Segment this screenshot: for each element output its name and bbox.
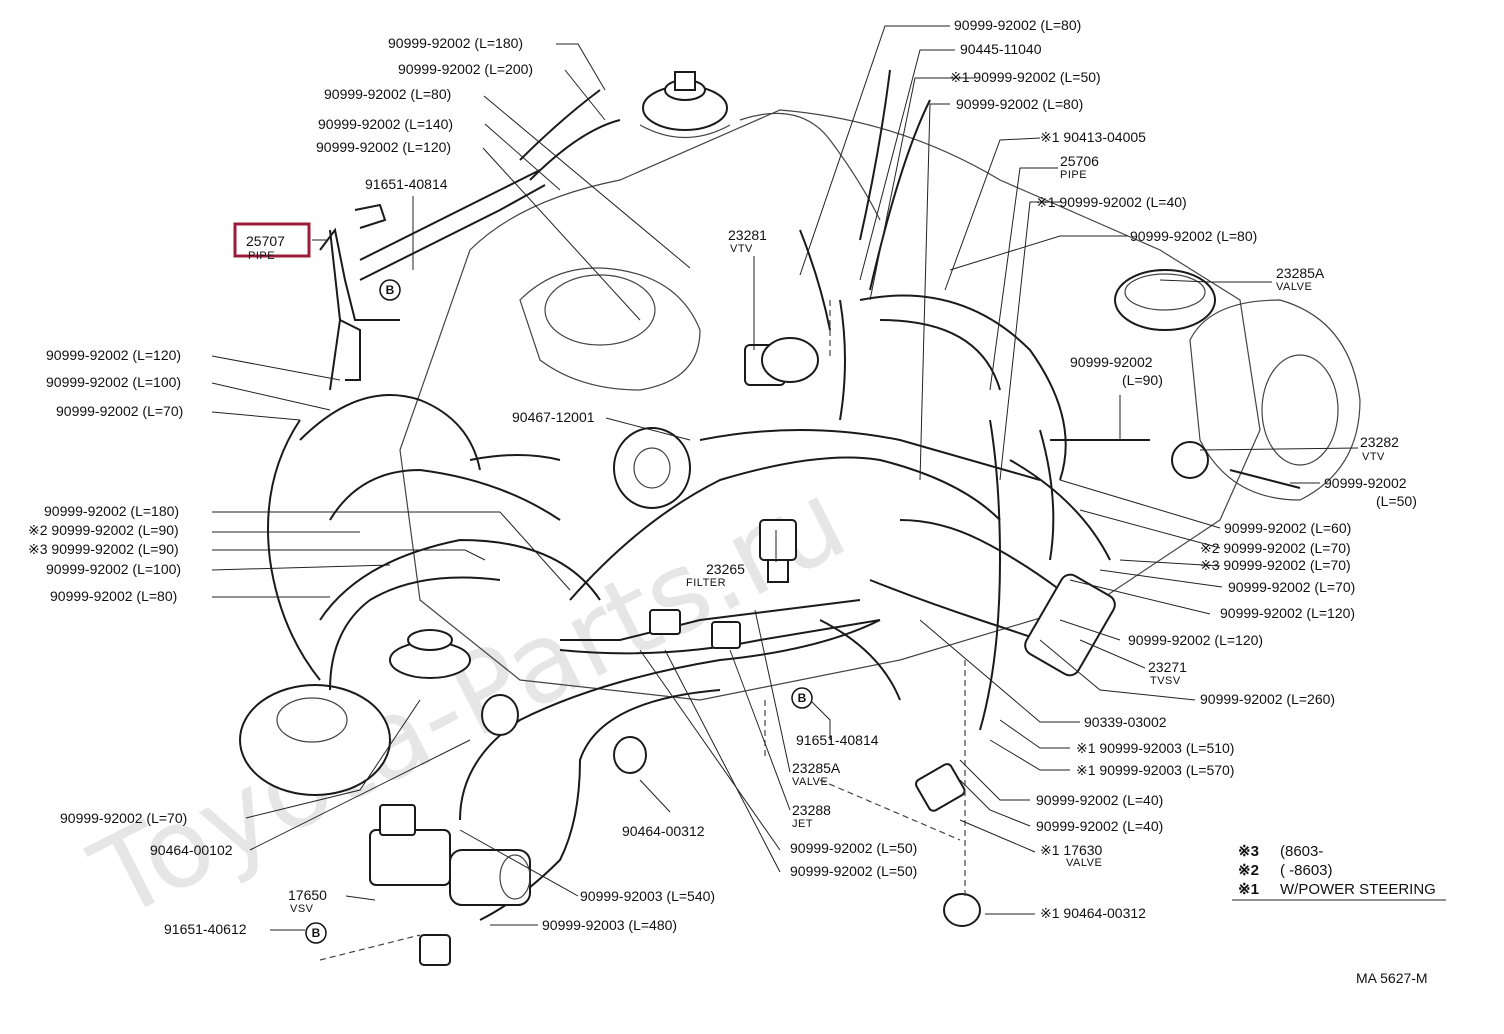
part-label[interactable]: 23282	[1360, 434, 1399, 450]
part-sub: FILTER	[686, 577, 726, 589]
part-label[interactable]: 23265	[706, 561, 745, 577]
part-number[interactable]: 25707	[246, 233, 285, 249]
part-label[interactable]: 90999-92002 (L=120)	[1128, 632, 1263, 648]
part-label[interactable]: 90999-92002 (L=180)	[388, 35, 523, 51]
part-label[interactable]: 23285A	[1276, 265, 1325, 281]
svg-text:B: B	[798, 691, 807, 705]
part-label[interactable]: ※1 90999-92003 (L=570)	[1076, 762, 1234, 778]
part-label[interactable]: 23281	[728, 227, 767, 243]
part-label[interactable]: 90999-92003 (L=540)	[580, 888, 715, 904]
part-label[interactable]: 90999-92002 (L=200)	[398, 61, 533, 77]
part-label[interactable]: 90999-92002 (L=100)	[46, 374, 181, 390]
part-label[interactable]: ※3 90999-92002 (L=70)	[1200, 557, 1351, 573]
part-sub: PIPE	[248, 250, 275, 262]
part-label[interactable]: ※1 90413-04005	[1040, 129, 1146, 145]
part-label[interactable]: ※1 90999-92003 (L=510)	[1076, 740, 1234, 756]
part-label[interactable]: 90999-92002 (L=80)	[954, 17, 1081, 33]
part-label[interactable]: 17650	[288, 887, 327, 903]
part-label[interactable]: 90999-92002 (L=60)	[1224, 520, 1351, 536]
part-sub: VTV	[1362, 451, 1385, 463]
part-label[interactable]: 91651-40814	[796, 732, 879, 748]
part-label[interactable]: 90999-92002 (L=80)	[1130, 228, 1257, 244]
ref-circle-b-1: B	[379, 279, 401, 301]
part-label[interactable]: ※1 17630	[1040, 842, 1103, 858]
part-label[interactable]: 25706	[1060, 153, 1099, 169]
part-label[interactable]: 90464-00102	[150, 842, 233, 858]
part-sub: VSV	[290, 903, 314, 915]
part-label[interactable]: 90999-92002 (L=100)	[46, 561, 181, 577]
part-label[interactable]: ※2 90999-92002 (L=90)	[28, 522, 179, 538]
part-label[interactable]: 91651-40814	[365, 176, 448, 192]
part-label[interactable]: 23285A	[792, 760, 841, 776]
part-label[interactable]: 90999-92002 (L=80)	[324, 86, 451, 102]
part-label[interactable]: 90999-92002 (L=120)	[46, 347, 181, 363]
legend-text: ( -8603)	[1280, 862, 1333, 879]
part-label[interactable]: 90999-92002	[1070, 354, 1153, 370]
part-label[interactable]: 90445-11040	[960, 41, 1042, 57]
part-label[interactable]: ※1 90464-00312	[1040, 905, 1146, 921]
part-label[interactable]: 23271	[1148, 659, 1187, 675]
part-sub: TVSV	[1150, 675, 1181, 687]
part-label[interactable]: 90999-92002	[1324, 475, 1407, 491]
part-label[interactable]: (L=50)	[1376, 493, 1417, 509]
part-label[interactable]: 90467-12001	[512, 409, 595, 425]
part-label[interactable]: 91651-40612	[164, 921, 247, 937]
legend-text: (8603-	[1280, 843, 1323, 860]
part-label[interactable]: 90999-92002 (L=70)	[60, 810, 187, 826]
part-label[interactable]: 90999-92002 (L=180)	[44, 503, 179, 519]
part-label[interactable]: 90339-03002	[1084, 714, 1167, 730]
part-label[interactable]: ※3 90999-92002 (L=90)	[28, 541, 179, 557]
part-label[interactable]: 90999-92002 (L=40)	[1036, 818, 1163, 834]
legend-mark: ※1	[1238, 881, 1259, 898]
part-sub: VALVE	[792, 776, 828, 788]
part-label[interactable]: 90464-00312	[622, 823, 705, 839]
ref-circle-b-2: B	[791, 687, 813, 709]
part-label[interactable]: 90999-92002 (L=80)	[956, 96, 1083, 112]
ref-circle-b-3: B	[305, 922, 327, 944]
part-label[interactable]: 90999-92002 (L=40)	[1036, 792, 1163, 808]
part-label[interactable]: 90999-92002 (L=70)	[56, 403, 183, 419]
part-label[interactable]: ※1 90999-92002 (L=50)	[950, 69, 1101, 85]
svg-text:B: B	[312, 926, 321, 940]
part-sub: VALVE	[1276, 281, 1312, 293]
part-label[interactable]: 90999-92002 (L=260)	[1200, 691, 1335, 707]
part-label[interactable]: ※1 90999-92002 (L=40)	[1036, 194, 1187, 210]
legend-mark: ※3	[1238, 843, 1259, 860]
part-label[interactable]: ※2 90999-92002 (L=70)	[1200, 540, 1351, 556]
highlighted-part-25707[interactable]: 25707 PIPE	[233, 222, 311, 262]
part-label[interactable]: 90999-92002 (L=70)	[1228, 579, 1355, 595]
part-label[interactable]: 90999-92002 (L=50)	[790, 863, 917, 879]
part-sub: VTV	[730, 243, 753, 255]
part-label[interactable]: 90999-92002 (L=120)	[316, 139, 451, 155]
part-label[interactable]: 90999-92002 (L=140)	[318, 116, 453, 132]
part-label[interactable]: 90999-92002 (L=80)	[50, 588, 177, 604]
part-label[interactable]: 90999-92002 (L=50)	[790, 840, 917, 856]
legend: ※3 (8603- ※2 ( -8603) ※1 W/POWER STEERIN…	[1238, 843, 1436, 898]
part-sub: PIPE	[1060, 169, 1087, 181]
part-label[interactable]: 23288	[792, 802, 831, 818]
diagram-code: MA 5627-M	[1356, 970, 1428, 986]
part-sub: VALVE	[1066, 857, 1102, 869]
part-label[interactable]: 90999-92002 (L=120)	[1220, 605, 1355, 621]
part-label[interactable]: (L=90)	[1122, 372, 1163, 388]
part-label[interactable]: 90999-92003 (L=480)	[542, 917, 677, 933]
leader-lines	[211, 25, 1446, 931]
svg-text:B: B	[386, 283, 395, 297]
part-sub: JET	[792, 818, 813, 830]
legend-text: W/POWER STEERING	[1280, 881, 1436, 898]
legend-mark: ※2	[1238, 862, 1259, 879]
part-labels: 90999-92002 (L=180) 90999-92002 (L=200) …	[28, 17, 1417, 937]
